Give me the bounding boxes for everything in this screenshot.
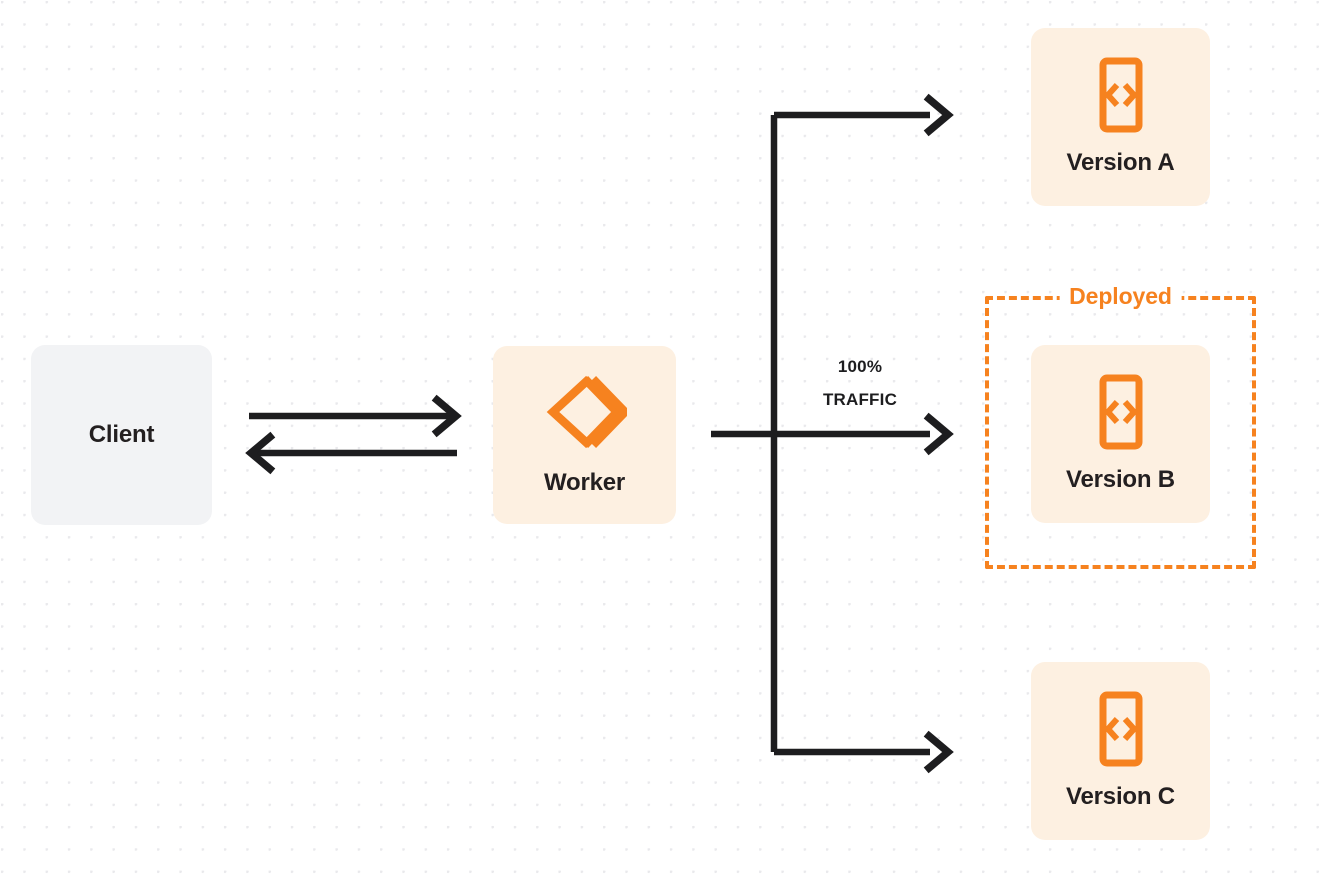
node-version-c[interactable]: Version C bbox=[1031, 662, 1210, 840]
group-deployed: Deployed bbox=[985, 283, 1256, 569]
node-client-label: Client bbox=[88, 421, 155, 448]
traffic-label: 100% TRAFFIC bbox=[800, 350, 920, 416]
connector-worker-to-client bbox=[245, 431, 457, 475]
arrowhead-version-b bbox=[923, 412, 954, 456]
node-version-b[interactable]: Version B bbox=[1031, 345, 1210, 523]
node-version-a[interactable]: Version A bbox=[1031, 28, 1210, 206]
node-version-b-label: Version B bbox=[1066, 466, 1175, 493]
traffic-percent: 100% bbox=[837, 357, 883, 376]
node-version-a-label: Version A bbox=[1066, 149, 1175, 176]
node-version-c-label: Version C bbox=[1066, 783, 1175, 810]
group-deployed-label: Deployed bbox=[1059, 283, 1182, 310]
connector-client-to-worker bbox=[249, 394, 462, 438]
node-worker[interactable]: Worker bbox=[493, 346, 676, 524]
connector-trunk bbox=[711, 111, 930, 756]
code-file-icon bbox=[1092, 57, 1150, 133]
node-client[interactable]: Client bbox=[31, 345, 212, 525]
arrowhead-version-c bbox=[923, 730, 954, 774]
code-file-icon bbox=[1092, 374, 1150, 450]
traffic-unit: TRAFFIC bbox=[822, 390, 898, 409]
node-worker-label: Worker bbox=[543, 469, 626, 496]
cloudflare-workers-logo-icon bbox=[543, 373, 631, 451]
arrowhead-version-a bbox=[923, 93, 954, 137]
code-file-icon bbox=[1092, 691, 1150, 767]
